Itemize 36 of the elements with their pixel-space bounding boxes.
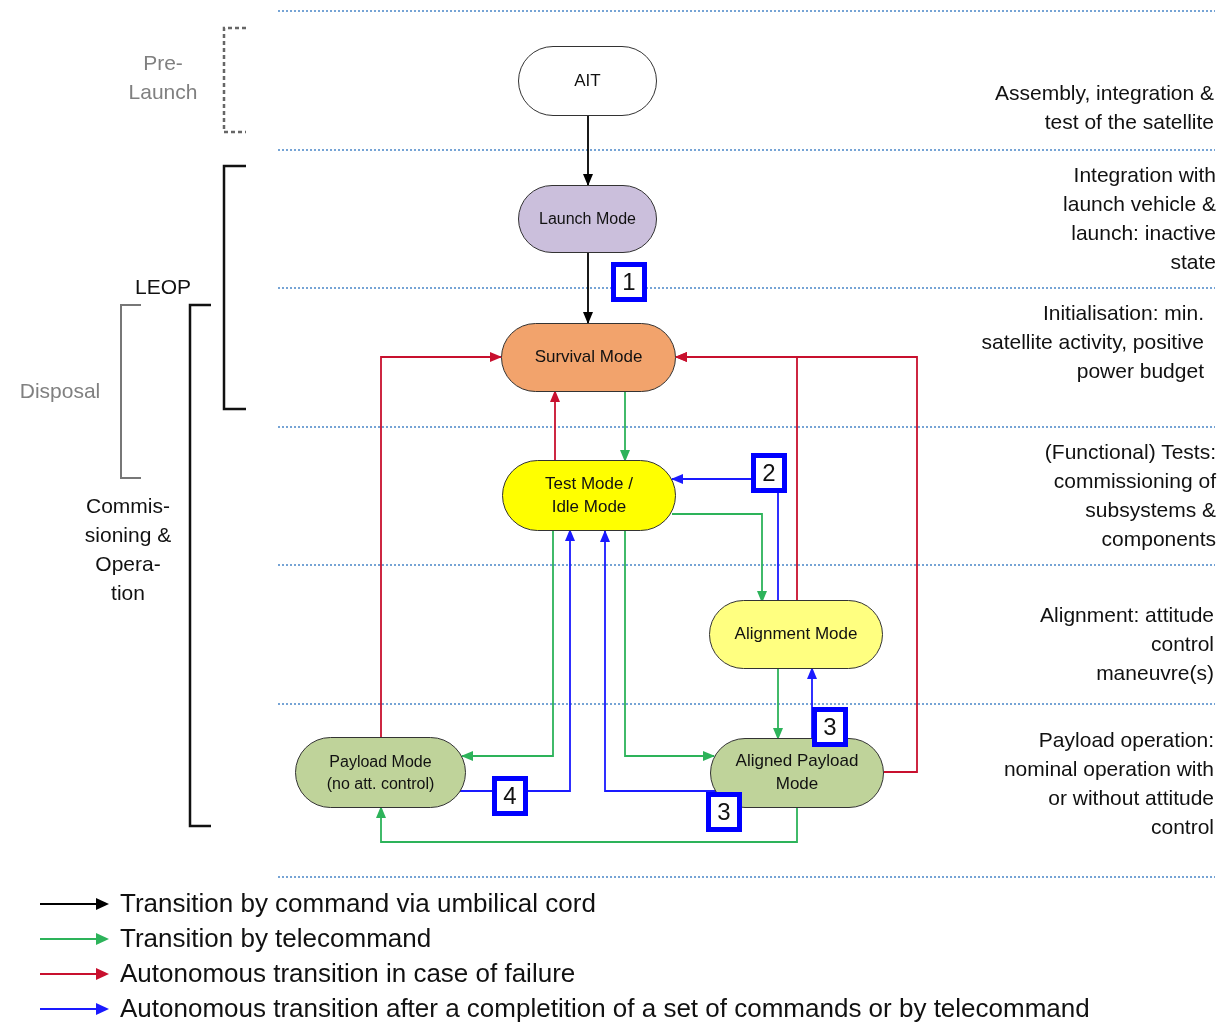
arrow xyxy=(620,390,630,462)
phase-label: Alignment: attitude control maneuvre(s) xyxy=(1040,602,1214,686)
legend-label: Transition by telecommand xyxy=(120,922,432,955)
arrow xyxy=(380,352,502,738)
arrow xyxy=(675,352,918,773)
phase-label: Initialisation: min. satellite activity, positive power budget xyxy=(980,300,1204,384)
state-label: Survival Mode xyxy=(534,346,643,369)
state-label: Alignment Mode xyxy=(734,623,858,646)
state-label: Launch Mode xyxy=(539,209,636,230)
phase-label: Commis- sioning & Opera- tion xyxy=(84,493,172,606)
phase-label: Pre- Launch xyxy=(127,50,199,105)
edge-label: 3 xyxy=(812,707,848,747)
arrow xyxy=(624,530,715,761)
state-label: AIT xyxy=(574,69,601,92)
legend-label: Autonomous transition after a completition of a set of commands or by telecommand xyxy=(120,992,1090,1023)
edge-label: 2 xyxy=(751,453,787,493)
phase-label: (Functional) Tests: commissioning of subsystems & components xyxy=(1043,439,1216,552)
edge-label: 4 xyxy=(492,776,528,816)
legend-label: Autonomous transition in case of failure xyxy=(120,957,576,990)
arrow xyxy=(550,390,560,462)
state-label: Test Mode / Idle Mode xyxy=(544,472,634,518)
phase-label: Disposal xyxy=(18,378,102,404)
state-label: Payload Mode (no att. control) xyxy=(325,751,436,794)
arrow xyxy=(583,115,593,186)
phase-label: Assembly, integration & test of the satellite xyxy=(993,80,1214,135)
arrow xyxy=(773,667,783,740)
legend-label: Transition by command via umbilical cord xyxy=(120,887,596,920)
edge-label: 1 xyxy=(611,262,647,302)
phase-label: LEOP xyxy=(134,274,192,300)
arrow xyxy=(461,529,554,761)
phase-label: Payload operation: nominal operation with or without attitude control xyxy=(1002,727,1214,840)
phase-label: Integration with launch vehicle & launch: inactive state xyxy=(1062,162,1216,275)
arrow xyxy=(376,806,798,843)
arrow xyxy=(583,252,593,324)
edge-label: 3 xyxy=(706,792,742,832)
state-label: Aligned Payload Mode xyxy=(734,750,860,795)
